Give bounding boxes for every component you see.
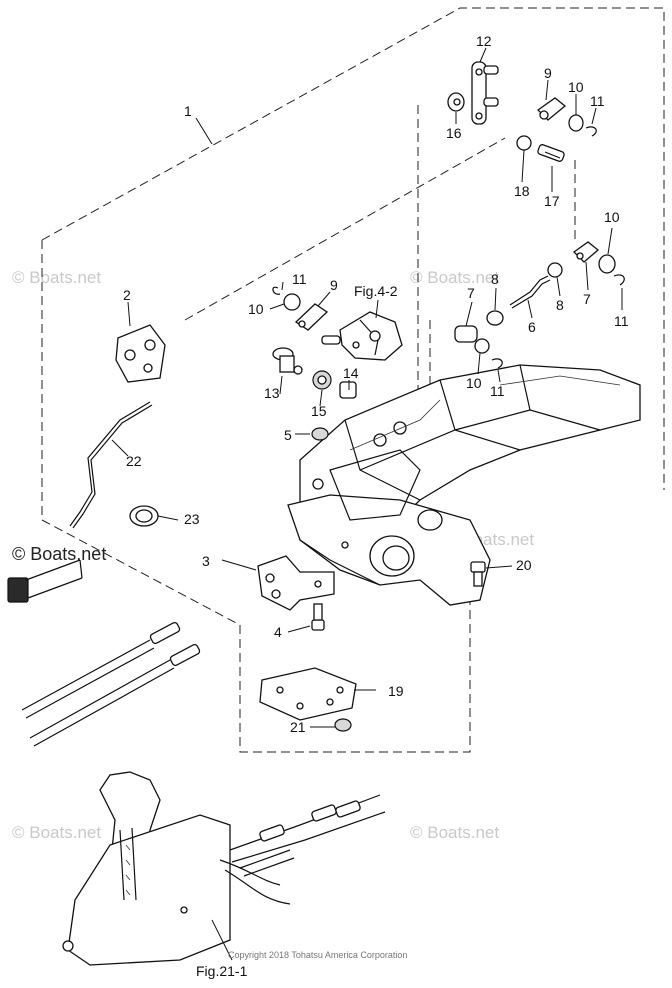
callout-12: 12 bbox=[476, 33, 492, 49]
callout-4: 4 bbox=[274, 624, 282, 640]
part-12-link-plate bbox=[471, 61, 499, 125]
part-10-washer-upper bbox=[568, 114, 584, 132]
callout-8-right: 8 bbox=[556, 297, 564, 313]
callout-11-upper: 11 bbox=[590, 93, 605, 109]
watermark: © Boats.net bbox=[12, 544, 106, 564]
part-8-nut-left bbox=[486, 310, 504, 326]
callout-13: 13 bbox=[264, 385, 280, 401]
callout-11-lower: 11 bbox=[490, 383, 505, 399]
callout-21: 21 bbox=[290, 719, 306, 735]
copyright-notice: Copyright 2018 Tohatsu America Corporati… bbox=[228, 950, 407, 960]
callout-22: 22 bbox=[126, 453, 142, 469]
callout-10-mid: 10 bbox=[248, 301, 264, 317]
part-11-clip-right bbox=[613, 274, 625, 286]
part-19-plate bbox=[259, 667, 357, 721]
callout-5: 5 bbox=[284, 427, 292, 443]
part-18-washer bbox=[516, 135, 532, 151]
leader-lines bbox=[111, 47, 623, 961]
callout-10-right: 10 bbox=[604, 209, 620, 225]
callout-1: 1 bbox=[184, 103, 192, 119]
callout-20: 20 bbox=[516, 557, 532, 573]
watermark: © Boats.net bbox=[410, 823, 499, 842]
part-11-clip-upper bbox=[585, 126, 597, 137]
remote-control-bracket-assembly bbox=[287, 364, 641, 606]
callout-11-right: 11 bbox=[614, 313, 629, 329]
part-10-washer-left bbox=[474, 338, 490, 354]
part-11-clip-left bbox=[491, 358, 503, 369]
assembly-boundary bbox=[41, 7, 665, 753]
part-10-washer-mid bbox=[283, 293, 301, 311]
callout-15: 15 bbox=[311, 403, 327, 419]
part-23-grommet bbox=[129, 505, 159, 527]
callout-labels: 1 2 3 4 5 6 7 7 8 8 9 9 10 10 10 10 11 1… bbox=[123, 33, 629, 735]
callout-18: 18 bbox=[514, 183, 530, 199]
callout-9-upper: 9 bbox=[544, 65, 552, 81]
callout-8-left: 8 bbox=[491, 271, 499, 287]
callout-2: 2 bbox=[123, 287, 131, 303]
callout-16: 16 bbox=[446, 125, 462, 141]
part-4-bolt bbox=[311, 603, 325, 631]
part-2-grommet-plate bbox=[115, 324, 166, 383]
callout-10-lower: 10 bbox=[466, 375, 482, 391]
shift-cable-end bbox=[7, 559, 83, 603]
callout-14: 14 bbox=[343, 365, 359, 381]
callout-23: 23 bbox=[184, 511, 200, 527]
control-cables-bottom bbox=[229, 794, 386, 877]
part-9-joint-mid bbox=[294, 303, 329, 331]
part-7-joint-left bbox=[454, 325, 478, 343]
control-cables-left bbox=[21, 621, 201, 747]
part-21-nut bbox=[334, 718, 352, 732]
part-20-bolt bbox=[470, 561, 486, 587]
watermark: © Boats.net bbox=[410, 268, 499, 287]
part-6-rod bbox=[509, 275, 551, 309]
callout-7-left: 7 bbox=[467, 285, 475, 301]
part-11-clip-mid bbox=[272, 286, 281, 295]
fig-4-2-assembly bbox=[321, 311, 403, 361]
callout-7-right: 7 bbox=[583, 291, 591, 307]
callout-19: 19 bbox=[388, 683, 404, 699]
callout-6: 6 bbox=[528, 319, 536, 335]
fig-21-1-remote-control-box bbox=[62, 771, 291, 966]
part-5-nut bbox=[311, 427, 329, 441]
part-10-washer-right bbox=[598, 254, 616, 274]
part-9-joint-upper bbox=[536, 97, 567, 121]
callout-10-upper: 10 bbox=[568, 79, 584, 95]
bushing-hole bbox=[317, 375, 327, 385]
callout-9-mid: 9 bbox=[330, 277, 338, 293]
watermark: © Boats.net bbox=[12, 268, 101, 287]
watermark: © Boats.net bbox=[12, 823, 101, 842]
part-13-shoulder-bolt bbox=[272, 347, 303, 375]
part-7-joint-right bbox=[572, 241, 600, 263]
callout-3: 3 bbox=[202, 553, 210, 569]
callout-11-mid: 11 bbox=[292, 271, 307, 287]
fig-4-2-label: Fig.4-2 bbox=[354, 283, 398, 299]
fig-21-1-label: Fig.21-1 bbox=[196, 963, 248, 979]
part-22-rod bbox=[69, 401, 153, 529]
part-14-collar bbox=[339, 381, 357, 399]
part-17-bolt bbox=[537, 144, 565, 162]
callout-17: 17 bbox=[544, 193, 560, 209]
part-8-nut-right bbox=[547, 262, 563, 278]
part-3-cable-bracket bbox=[257, 555, 335, 611]
washer-hole bbox=[453, 98, 461, 106]
